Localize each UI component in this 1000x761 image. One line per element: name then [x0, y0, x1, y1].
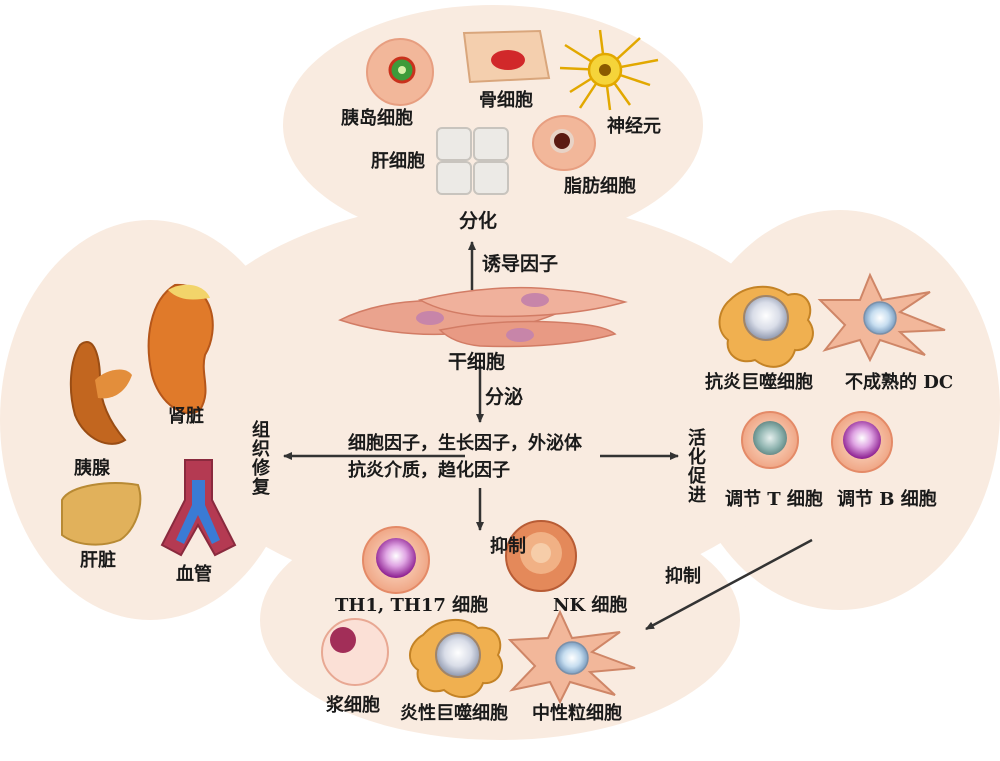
nk-cell-icon — [505, 520, 577, 592]
islet-cell-icon — [366, 38, 434, 106]
blood-vessel-icon — [160, 459, 237, 557]
label-fat-cell: 脂肪细胞 — [564, 176, 636, 197]
label-kidney: 肾脏 — [168, 406, 204, 427]
label-secretion: 分泌 — [485, 386, 524, 408]
bone-cell-icon — [462, 29, 551, 84]
label-factors-line1: 细胞因子，生长因子，外泌体 — [348, 433, 582, 454]
pancreas-icon — [69, 341, 132, 445]
stem-cell-icon — [338, 286, 628, 348]
label-plasma-cells: 浆细胞 — [326, 695, 380, 716]
label-differentiation: 分化 — [459, 210, 498, 232]
label-bone-cell: 骨细胞 — [479, 90, 533, 111]
label-inhibit-center: 抑制 — [490, 536, 526, 557]
label-tissue-repair: 组织修复 — [249, 420, 270, 496]
neuron-icon — [559, 29, 659, 111]
label-neutrophils: 中性粒细胞 — [532, 703, 622, 724]
label-anti-inflammatory-macrophage: 抗炎巨噬细胞 — [705, 372, 813, 393]
neutrophil-icon — [507, 609, 636, 705]
label-stem-cell: 干细胞 — [448, 351, 506, 373]
label-liver-cell: 肝细胞 — [371, 151, 425, 172]
arrows — [283, 241, 813, 631]
label-blood-vessel: 血管 — [176, 564, 212, 585]
liver-organ-icon — [61, 482, 142, 546]
arrow-diagonal-inhibit — [645, 538, 813, 631]
label-activate-promote: 活化促进 — [685, 428, 706, 504]
label-inhibit-right: 抑制 — [665, 566, 701, 587]
fat-cell-icon — [532, 115, 596, 171]
plasma-cell-icon — [321, 618, 389, 686]
th-cell-icon — [362, 526, 430, 594]
inflammatory-macrophage-icon — [409, 618, 503, 699]
label-immature-dc: 不成熟的 DC — [845, 372, 954, 393]
label-neuron: 神经元 — [607, 116, 661, 137]
label-pancreas: 胰腺 — [74, 458, 110, 479]
label-islet-cell: 胰岛细胞 — [341, 108, 413, 129]
label-th-cells: TH1, TH17 细胞 — [335, 595, 489, 616]
label-factors-line2: 抗炎介质，趋化因子 — [348, 460, 510, 481]
immature-dc-icon — [817, 272, 946, 363]
label-inducing-factor: 诱导因子 — [482, 253, 559, 275]
anti-inflammatory-macrophage-icon — [718, 285, 814, 368]
label-inflammatory-macrophage: 炎性巨噬细胞 — [400, 703, 508, 724]
regulatory-b-cell-icon — [831, 411, 893, 473]
label-nk-cells: NK 细胞 — [553, 595, 628, 616]
regulatory-t-cell-icon — [741, 411, 799, 469]
kidney-icon — [147, 283, 214, 415]
label-liver: 肝脏 — [80, 550, 116, 571]
label-regulatory-b: 调节 B 细胞 — [837, 489, 937, 510]
liver-cell-icon — [436, 127, 509, 195]
label-regulatory-t: 调节 T 细胞 — [725, 489, 823, 510]
